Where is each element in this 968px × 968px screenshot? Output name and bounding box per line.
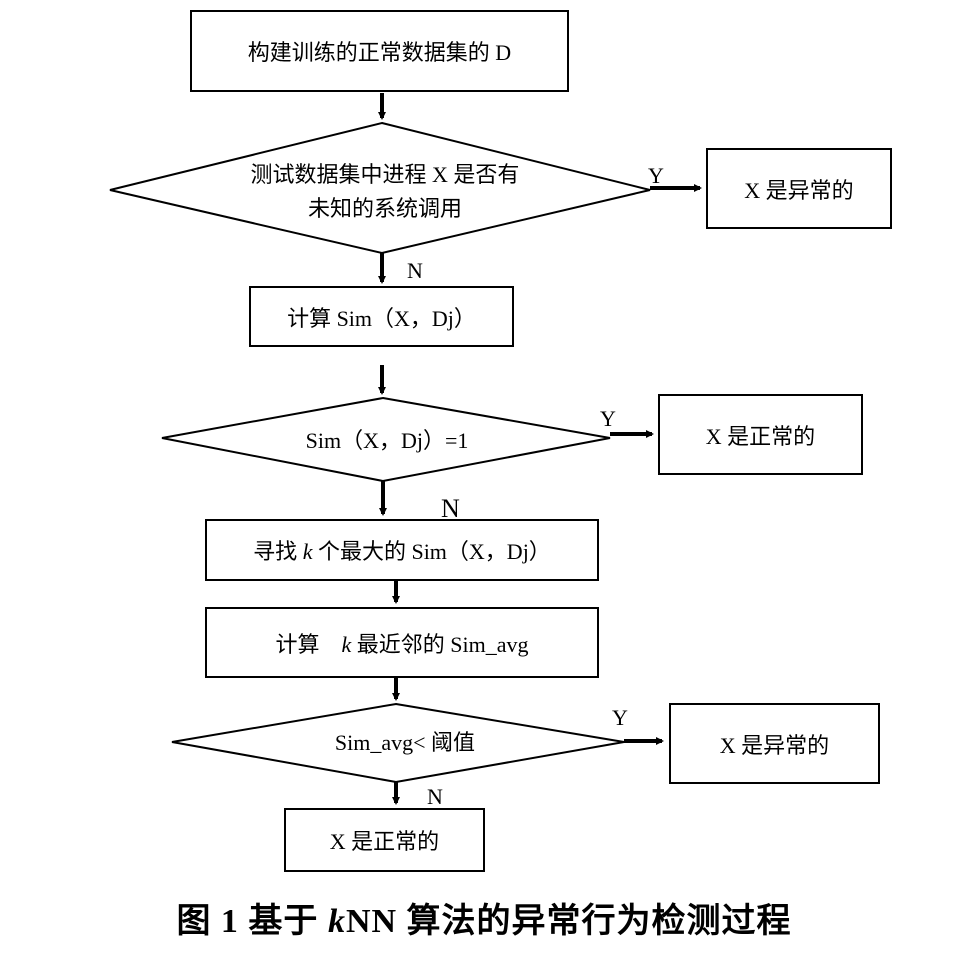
decision-sim-eq-1-label: Sim（X，Dj）=1 bbox=[305, 428, 469, 453]
edge-label-no-2: N bbox=[441, 494, 460, 523]
terminal-abnormal-2-label: X 是异常的 bbox=[719, 732, 830, 758]
terminal-normal-2: X 是正常的 bbox=[284, 808, 485, 872]
terminal-abnormal-2: X 是异常的 bbox=[669, 703, 880, 784]
decision-unknown-syscall-line2: 未知的系统调用 bbox=[307, 196, 462, 221]
decision-threshold-label: Sim_avg< 阈值 bbox=[334, 730, 476, 755]
terminal-abnormal-1-label: X 是异常的 bbox=[744, 177, 854, 203]
edge-label-yes-1: Y bbox=[648, 163, 664, 188]
process-compute-avg-label: 计算 k 最近邻的 Sim_avg bbox=[275, 631, 529, 657]
edge-label-no-3: N bbox=[427, 784, 443, 809]
process-compute-avg: 计算 k 最近邻的 Sim_avg bbox=[205, 607, 599, 678]
edge-label-no-1: N bbox=[407, 258, 423, 283]
process-build-dataset-label: 构建训练的正常数据集的 D bbox=[247, 40, 512, 65]
terminal-abnormal-1: X 是异常的 bbox=[706, 148, 892, 229]
decision-unknown-syscall-label: 测试数据集中进程 X 是否有 未知的系统调用 bbox=[200, 158, 570, 226]
terminal-normal-1-label: X 是正常的 bbox=[705, 423, 816, 449]
edge-label-yes-3: Y bbox=[612, 705, 628, 730]
terminal-normal-1: X 是正常的 bbox=[658, 394, 863, 475]
figure-caption: 图 1 基于 kNN 算法的异常行为检测过程 bbox=[176, 903, 792, 940]
decision-unknown-syscall-line1: 测试数据集中进程 X 是否有 bbox=[250, 162, 520, 187]
edge-label-yes-2: Y bbox=[600, 406, 616, 431]
terminal-normal-2-label: X 是正常的 bbox=[329, 829, 440, 854]
process-compute-sim: 计算 Sim（X，Dj） bbox=[249, 286, 514, 347]
process-build-dataset: 构建训练的正常数据集的 D bbox=[190, 10, 569, 92]
process-find-k-max: 寻找 k 个最大的 Sim（X，Dj） bbox=[205, 519, 599, 581]
process-find-k-max-label: 寻找 k 个最大的 Sim（X，Dj） bbox=[253, 539, 551, 564]
process-compute-sim-label: 计算 Sim（X，Dj） bbox=[287, 305, 476, 331]
